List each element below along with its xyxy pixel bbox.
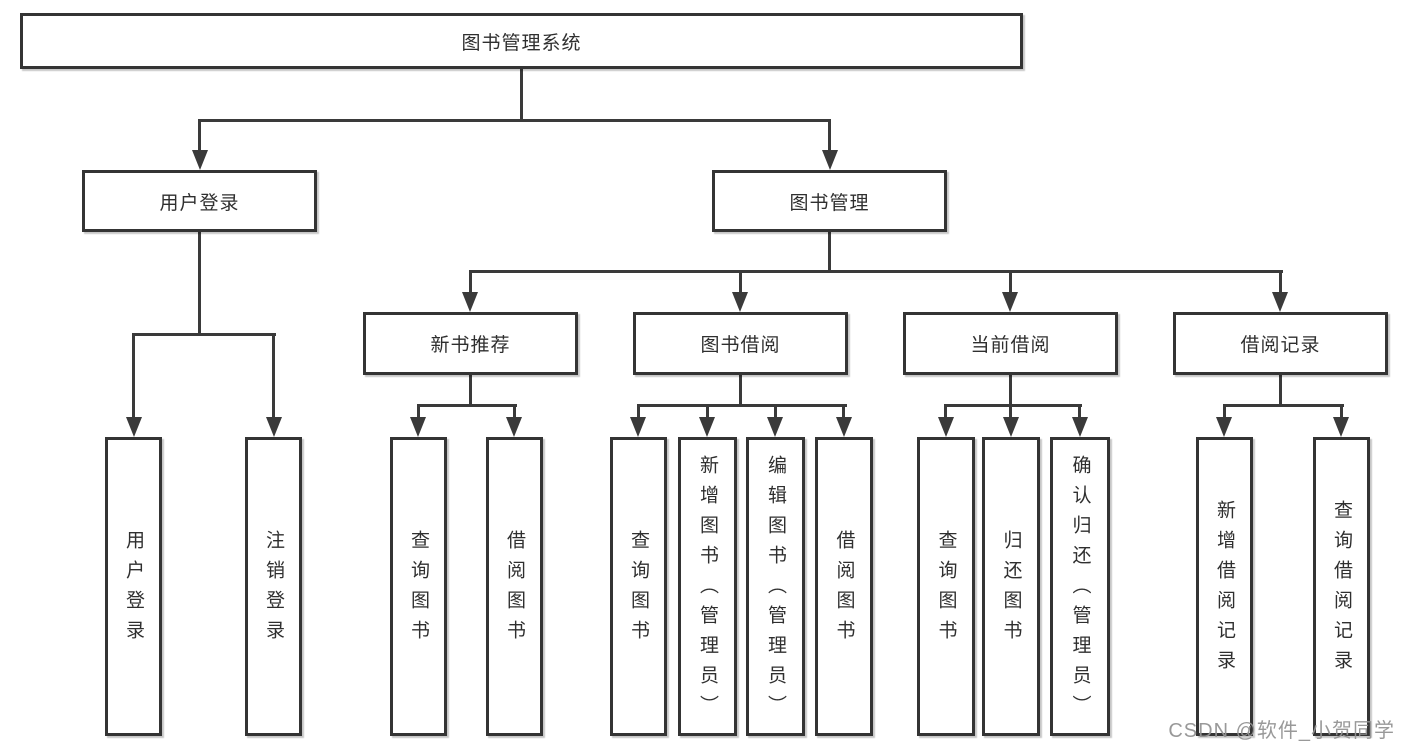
leaf-borrow-edit-books-admin: 编辑图书（管理员） [746,437,805,736]
connector-line [132,333,276,336]
connector-line [944,404,1082,407]
arrow-head-icon [266,417,282,437]
arrow-head-icon [126,417,142,437]
connector-line [1009,375,1012,407]
arrow-head-icon [1333,417,1349,437]
node-new-book-recommend: 新书推荐 [363,312,578,375]
connector-line [469,270,472,296]
leaf-user-login: 用户登录 [105,437,162,736]
arrow-head-icon [1272,292,1288,312]
connector-line [1223,404,1344,407]
connector-line [1223,404,1226,419]
connector-line [132,333,135,419]
node-current-borrowing: 当前借阅 [903,312,1118,375]
connector-line [272,333,275,419]
connector-line [469,270,1283,273]
leaf-borrow-borrow-books: 借阅图书 [815,437,873,736]
arrow-head-icon [1003,417,1019,437]
arrow-head-icon [699,417,715,437]
node-book-borrowing: 图书借阅 [633,312,848,375]
connector-line [1009,270,1012,296]
connector-line [706,404,709,419]
arrow-head-icon [1216,417,1232,437]
arrow-head-icon [836,417,852,437]
arrow-head-icon [410,417,426,437]
connector-line [739,375,742,407]
node-borrow-records: 借阅记录 [1173,312,1388,375]
leaf-current-return-books: 归还图书 [982,437,1040,736]
connector-line [828,232,831,273]
arrow-head-icon [630,417,646,437]
leaf-current-confirm-return-admin: 确认归还（管理员） [1050,437,1110,736]
arrow-head-icon [732,292,748,312]
connector-line [774,404,777,419]
connector-line [469,375,472,407]
leaf-newrec-query-books: 查询图书 [390,437,447,736]
leaf-newrec-borrow-books: 借阅图书 [486,437,543,736]
arrow-head-icon [1002,292,1018,312]
connector-line [842,404,845,419]
node-user-login: 用户登录 [82,170,317,232]
connector-line [417,404,517,407]
arrow-head-icon [822,150,838,170]
arrow-head-icon [938,417,954,437]
node-book-management: 图书管理 [712,170,947,232]
node-root: 图书管理系统 [20,13,1023,69]
connector-line [1078,404,1081,419]
leaf-records-query-record: 查询借阅记录 [1313,437,1370,736]
connector-line [828,119,831,153]
connector-line [198,119,831,122]
connector-line [198,119,201,153]
arrow-head-icon [462,292,478,312]
connector-line [513,404,516,419]
connector-line [417,404,420,419]
connector-line [198,232,201,336]
arrow-head-icon [767,417,783,437]
connector-line [1279,375,1282,407]
connector-line [637,404,640,419]
connector-line [520,69,523,122]
leaf-records-add-record: 新增借阅记录 [1196,437,1253,736]
connector-line [739,270,742,296]
connector-line [944,404,947,419]
watermark: CSDN @软件_小贺同学 [1168,720,1395,742]
connector-line [1009,404,1012,419]
connector-line [1340,404,1343,419]
leaf-borrow-query-books: 查询图书 [610,437,667,736]
connector-line [1279,270,1282,296]
leaf-borrow-add-books-admin: 新增图书（管理员） [678,437,737,736]
arrow-head-icon [192,150,208,170]
leaf-current-query-books: 查询图书 [917,437,975,736]
arrow-head-icon [506,417,522,437]
arrow-head-icon [1072,417,1088,437]
connector-line [637,404,847,407]
leaf-logout: 注销登录 [245,437,302,736]
